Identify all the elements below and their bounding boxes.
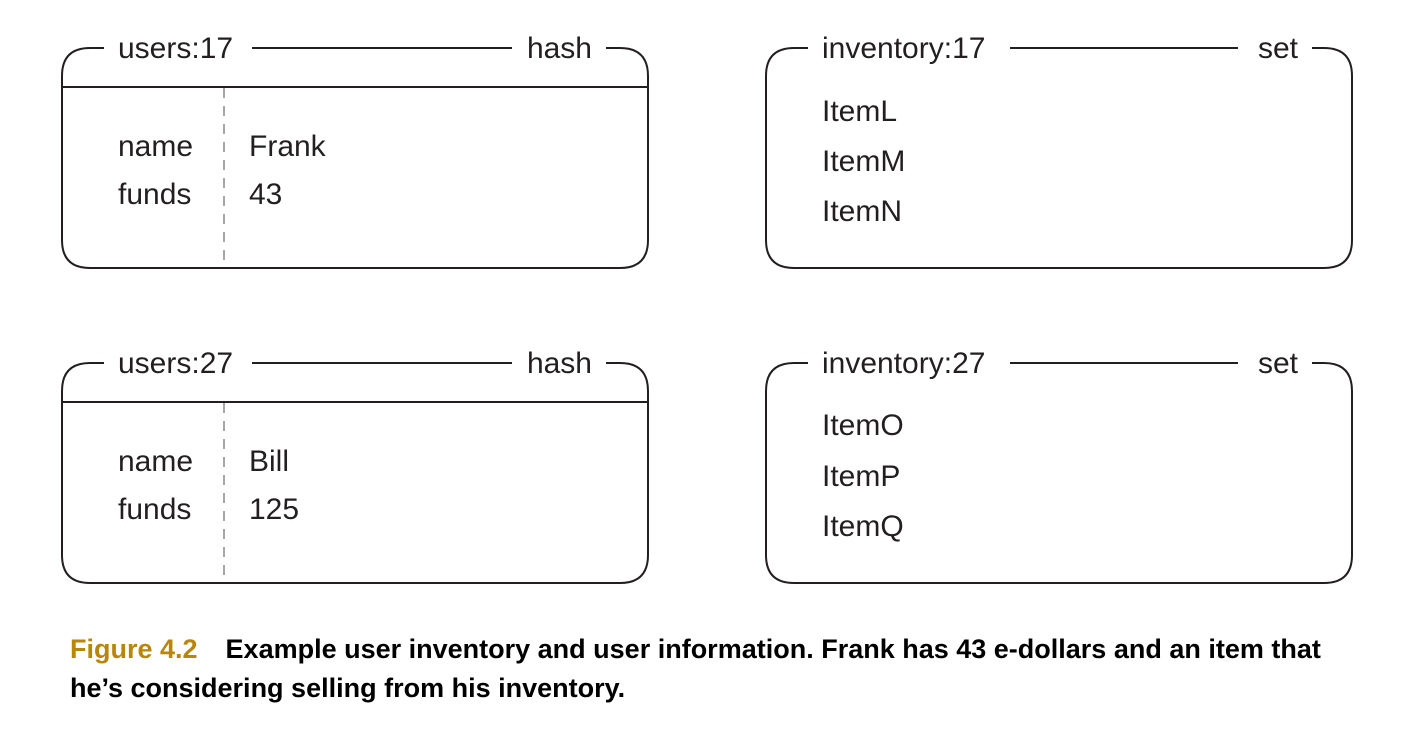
hash-box-users-27 — [61, 362, 649, 584]
caption-text: Example user inventory and user informat… — [70, 634, 1321, 703]
set-member: ItemO — [822, 409, 904, 442]
set-member: ItemN — [822, 195, 902, 228]
set-box-inventory-17 — [765, 47, 1353, 269]
hash-field: funds — [118, 178, 191, 211]
set-box-inventory-27 — [765, 362, 1353, 584]
box-key-label: inventory:27 — [822, 347, 985, 380]
hash-value: Frank — [249, 130, 327, 163]
box-key-label: users:27 — [118, 347, 233, 380]
hash-value: 43 — [249, 178, 282, 211]
hash-value: Bill — [249, 445, 289, 478]
hash-field: name — [118, 445, 193, 478]
box-type-label: hash — [527, 32, 592, 65]
box-key-label: users:17 — [118, 32, 233, 65]
set-member: ItemP — [822, 460, 900, 493]
figure-number: Figure 4.2 — [70, 634, 198, 664]
hash-box-users-17 — [61, 47, 649, 269]
box-type-label: hash — [527, 347, 592, 380]
box-type-label: set — [1258, 32, 1299, 65]
set-member: ItemM — [822, 145, 905, 178]
diagram: users:17 hash name Frank funds 43 invent… — [61, 32, 1353, 584]
hash-value: 125 — [249, 493, 299, 526]
set-member: ItemL — [822, 95, 897, 128]
box-type-label: set — [1258, 347, 1299, 380]
set-member: ItemQ — [822, 510, 904, 543]
hash-field: name — [118, 130, 193, 163]
hash-field: funds — [118, 493, 191, 526]
box-key-label: inventory:17 — [822, 32, 985, 65]
